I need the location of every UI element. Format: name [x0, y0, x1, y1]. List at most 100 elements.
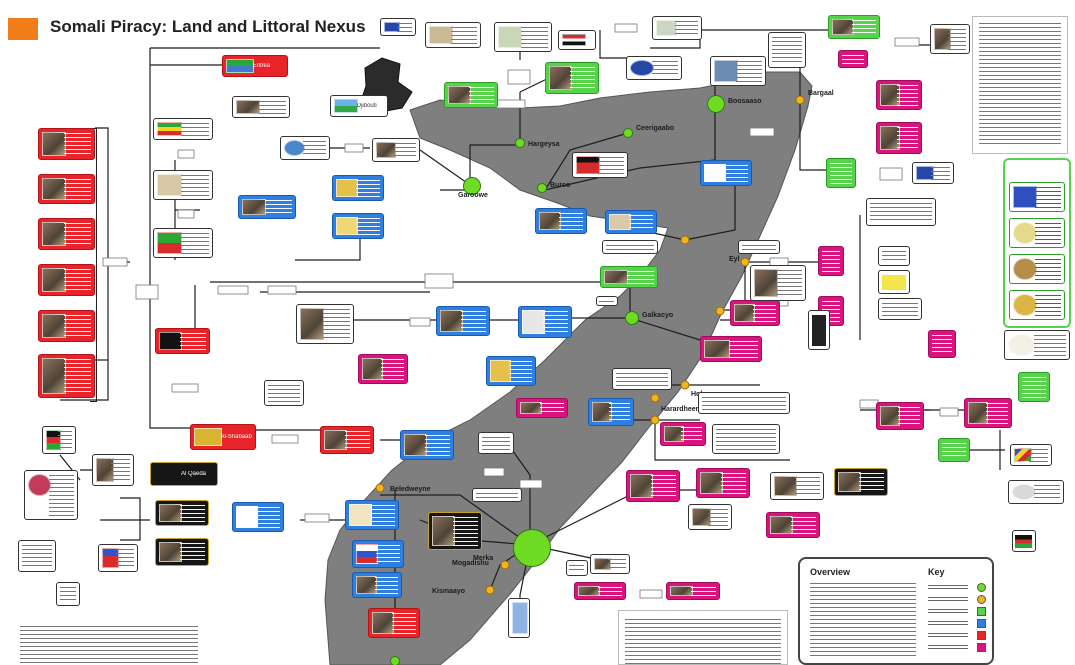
info-card[interactable] [558, 30, 596, 50]
info-card[interactable] [596, 296, 618, 306]
group-card[interactable] [928, 330, 956, 358]
info-card[interactable] [296, 304, 354, 344]
group-card[interactable] [696, 468, 750, 498]
group-card[interactable] [660, 422, 706, 446]
group-card[interactable] [826, 158, 856, 188]
info-card[interactable] [652, 16, 702, 40]
group-card[interactable] [876, 80, 922, 110]
group-card[interactable] [700, 160, 752, 186]
info-card[interactable] [508, 598, 530, 638]
group-card[interactable] [574, 582, 626, 600]
group-card[interactable] [600, 266, 658, 288]
group-card[interactable] [238, 195, 296, 219]
al-shabaab-node[interactable]: Al-Shabaab [190, 424, 256, 450]
group-card[interactable] [766, 512, 820, 538]
group-card[interactable] [876, 122, 922, 154]
group-card[interactable] [1009, 218, 1065, 248]
group-card[interactable] [518, 306, 572, 338]
group-card[interactable] [834, 468, 888, 496]
info-card[interactable] [712, 424, 780, 454]
group-card[interactable] [38, 174, 95, 204]
group-card[interactable] [545, 62, 599, 94]
group-card[interactable] [38, 264, 95, 296]
group-card[interactable] [1018, 372, 1050, 402]
group-card[interactable] [352, 540, 404, 568]
group-card[interactable] [232, 502, 284, 532]
info-card[interactable] [56, 582, 80, 606]
info-card[interactable] [590, 554, 630, 574]
djibouti-node[interactable]: Djibouti [330, 95, 388, 117]
group-card[interactable] [535, 208, 587, 234]
group-card[interactable] [368, 608, 420, 638]
info-card[interactable] [808, 310, 830, 350]
group-card[interactable] [838, 50, 868, 68]
info-card[interactable] [738, 240, 780, 254]
info-card[interactable] [626, 56, 682, 80]
al-qaeda-node[interactable]: Al Qaeda [150, 462, 218, 486]
group-card[interactable] [486, 356, 536, 386]
info-card[interactable] [688, 504, 732, 530]
group-card[interactable] [700, 336, 762, 362]
group-card[interactable] [320, 426, 374, 454]
info-card[interactable] [768, 32, 806, 68]
info-card[interactable] [710, 56, 766, 86]
info-card[interactable] [1012, 530, 1036, 552]
group-card[interactable] [1009, 290, 1065, 320]
info-card[interactable] [264, 380, 304, 406]
info-card[interactable] [1010, 444, 1052, 466]
info-card[interactable] [866, 198, 936, 226]
group-card[interactable] [876, 402, 924, 430]
info-card[interactable] [878, 270, 910, 294]
group-card[interactable] [332, 175, 384, 201]
group-card[interactable] [38, 218, 95, 250]
info-card[interactable] [572, 152, 628, 178]
info-card[interactable] [698, 392, 790, 414]
group-card[interactable] [818, 246, 844, 276]
group-card[interactable] [666, 582, 720, 600]
group-card[interactable] [155, 500, 209, 526]
info-card[interactable] [92, 454, 134, 486]
info-card[interactable] [42, 426, 76, 454]
info-card[interactable] [472, 488, 522, 502]
group-card[interactable] [730, 300, 780, 326]
group-card[interactable] [588, 398, 634, 426]
info-card[interactable] [878, 298, 922, 320]
group-card[interactable] [38, 128, 95, 160]
group-card[interactable] [964, 398, 1012, 428]
group-card[interactable] [605, 210, 657, 234]
info-card[interactable] [930, 24, 970, 54]
info-card[interactable] [380, 18, 416, 36]
info-card[interactable] [602, 240, 658, 254]
info-card[interactable] [1008, 480, 1064, 504]
info-card[interactable] [878, 246, 910, 266]
group-card[interactable] [1009, 182, 1065, 212]
group-card[interactable] [626, 470, 680, 502]
eritrea-node[interactable]: Eritrea [222, 55, 288, 77]
group-card[interactable] [1009, 254, 1065, 284]
info-card[interactable] [566, 560, 588, 576]
group-card[interactable] [345, 500, 399, 530]
info-card[interactable] [232, 96, 290, 118]
info-card[interactable] [494, 22, 552, 52]
group-card[interactable] [155, 538, 209, 566]
group-card[interactable] [155, 328, 210, 354]
info-card[interactable] [24, 470, 78, 520]
info-card[interactable] [1004, 330, 1070, 360]
group-card[interactable] [400, 430, 454, 460]
info-card[interactable] [750, 265, 806, 301]
info-card[interactable] [612, 368, 672, 390]
group-card[interactable] [332, 213, 384, 239]
info-card[interactable] [478, 432, 514, 454]
group-card[interactable] [436, 306, 490, 336]
info-card[interactable] [912, 162, 954, 184]
info-card[interactable] [18, 540, 56, 572]
info-card[interactable] [372, 138, 420, 162]
group-card[interactable] [428, 512, 482, 550]
group-card[interactable] [352, 572, 402, 598]
group-card[interactable] [938, 438, 970, 462]
group-card[interactable] [358, 354, 408, 384]
info-card[interactable] [280, 136, 330, 160]
group-card[interactable] [516, 398, 568, 418]
group-card[interactable] [444, 82, 498, 108]
info-card[interactable] [98, 544, 138, 572]
